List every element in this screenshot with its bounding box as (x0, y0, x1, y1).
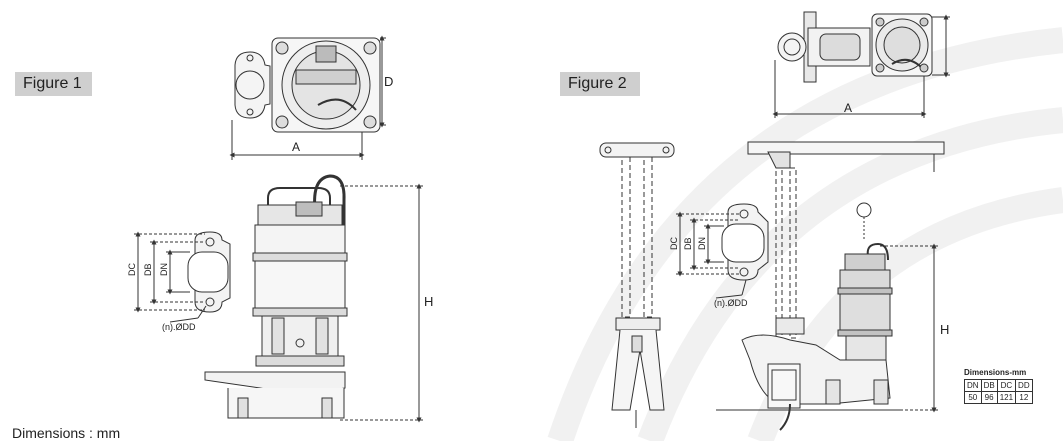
fig2-hole-label: (n).ØDD (714, 298, 748, 308)
fig2-rail-bracket (599, 142, 675, 428)
table-header-row: DN DB DC DD (964, 379, 1033, 392)
fig2-dim-DC: DC (669, 237, 679, 250)
fig1-top-view (229, 35, 386, 160)
fig2-dim-DB: DB (683, 237, 693, 250)
fig2-dim-A: A (844, 101, 852, 115)
fig2-top-view (772, 11, 950, 118)
fig1-side-view (134, 174, 425, 423)
fig1-dim-D: D (384, 74, 393, 89)
dimensions-table-title: Dimensions-mm (964, 368, 1027, 377)
table-header-cell: DD (1015, 379, 1033, 392)
table-header-cell: DB (980, 379, 998, 392)
fig1-hole-label: (n).ØDD (162, 322, 196, 332)
table-cell: 12 (1015, 391, 1033, 404)
figure-1-label: Figure 1 (15, 72, 92, 96)
figure-2-label: Figure 2 (560, 72, 640, 96)
table-header-cell: DN (964, 379, 982, 392)
table-cell: 96 (980, 391, 998, 404)
table-cell: 50 (964, 391, 982, 404)
dimensions-grid: DN DB DC DD 50 96 121 12 (964, 379, 1033, 404)
fig2-dim-DN: DN (697, 237, 707, 250)
table-header-cell: DC (996, 379, 1017, 392)
fig1-dim-A: A (292, 140, 300, 154)
table-row: 50 96 121 12 (964, 391, 1033, 404)
table-cell: 121 (996, 391, 1017, 404)
dimensions-note: Dimensions : mm (12, 425, 121, 441)
fig2-dim-H: H (940, 322, 949, 337)
fig1-dim-DC: DC (127, 263, 137, 276)
dimensions-table: Dimensions-mm DN DB DC DD 50 96 121 12 (964, 368, 1033, 404)
fig1-dim-H: H (424, 294, 433, 309)
fig2-outlet-flange (676, 203, 769, 299)
fig2-pump-assembly (716, 141, 945, 431)
fig1-dim-DN: DN (159, 263, 169, 276)
fig1-dim-DB: DB (143, 263, 153, 276)
